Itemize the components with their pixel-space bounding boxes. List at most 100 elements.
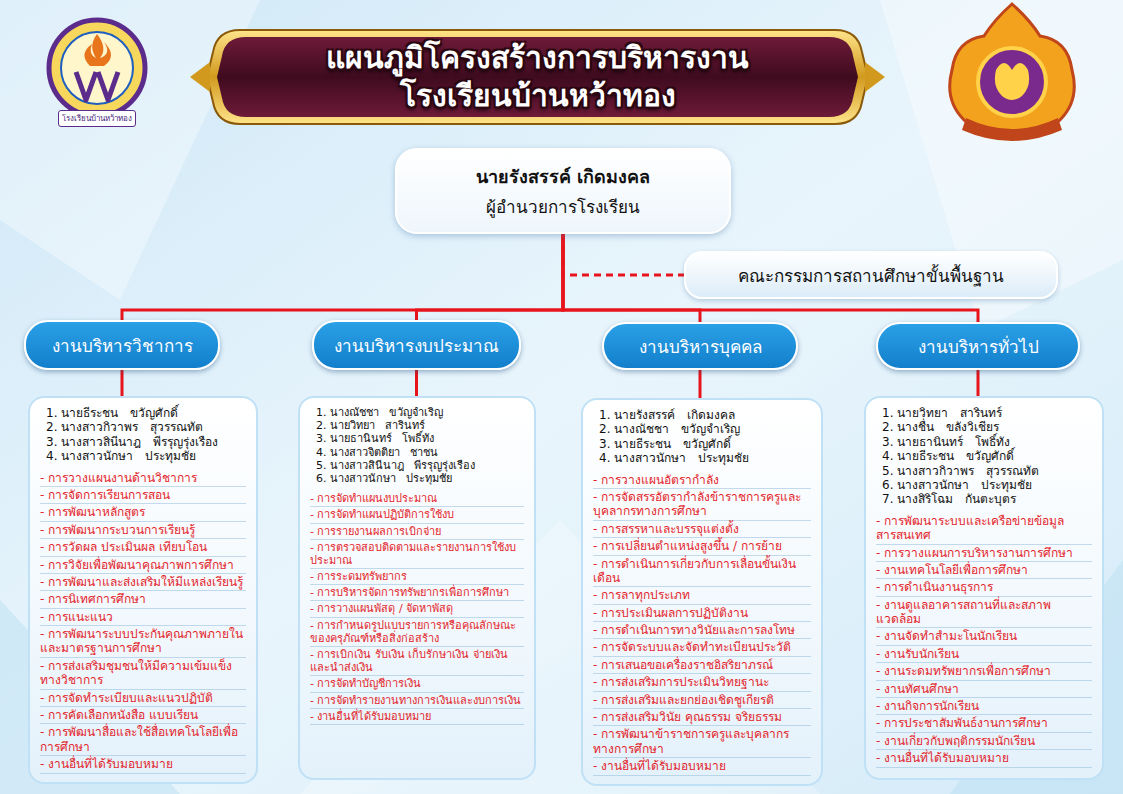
duty-item: - งานเกี่ยวกับพฤติกรรมนักเรียน [876, 733, 1092, 750]
duty-item: - การส่งเสริมและยกย่องเชิดชูเกียรติ [593, 692, 811, 709]
duty-item: - การวางแผนอัตรากำลัง [593, 472, 811, 489]
member-name: 2. นายวิทยา สารินทร์ [310, 419, 524, 432]
office-emblem-glyph [995, 63, 1029, 100]
org-connector [121, 370, 124, 396]
title-area: แผนภูมิโครงสร้างการบริหารงาน โรงเรียนบ้า… [215, 28, 860, 125]
member-name: 7. นางสิริโฉม กันตะบุตร [876, 492, 1092, 506]
duty-item: - การวางแผนการบริหารงานการศึกษา [876, 545, 1092, 562]
duty-item: - การพัฒนากระบวนการเรียนรู้ [40, 522, 246, 539]
department-header: งานบริหารงบประมาณ [312, 320, 521, 370]
duty-item: - การดำเนินการเกี่ยวกับการเลื่อนขั้นเงิน… [593, 556, 811, 588]
committee-box: คณะกรรมการสถานศึกษาขั้นพื้นฐาน [684, 251, 1058, 299]
duty-item: - การตรวจสอบติดตามและรายงานการใช้งบประมา… [310, 540, 524, 569]
school-logo-letters [76, 72, 118, 100]
duty-item: - การดำเนินการทางวินัยและการลงโทษ [593, 622, 811, 639]
duty-item: - งานเทคโนโลยีเพื่อการศึกษา [876, 562, 1092, 579]
duty-item: - การส่งเสริมการประเมินวิทยฐานะ [593, 674, 811, 691]
department-name: งานบริหารบุคคล [639, 333, 762, 360]
office-emblem-center [978, 48, 1046, 116]
chart-title: แผนภูมิโครงสร้างการบริหารงาน โรงเรียนบ้า… [298, 39, 778, 114]
duty-item: - การพัฒนาระบบประกันคุณภาพภายในและมาตรฐา… [40, 626, 246, 658]
department-header: งานบริหารบุคคล [602, 322, 798, 370]
org-connector [977, 370, 980, 396]
duty-item: - การจัดทำระเบียบและแนวปฏิบัติ [40, 690, 246, 707]
director-name: นายรังสรรค์ เกิดมงคล [417, 162, 709, 191]
member-name: 4. นายธีระชน ขวัญศักดิ์ [876, 449, 1092, 463]
duty-item: - งานรับนักเรียน [876, 646, 1092, 663]
member-name: 4. นางสาวจิตติยา ชาชน [310, 446, 524, 459]
member-name: 6. นางสาวนักษา ประทุมชัย [310, 472, 524, 485]
duty-item: - การจัดสรรอัตรากำลังข้าราชการครูและบุคล… [593, 489, 811, 521]
director-box: นายรังสรรค์ เกิดมงคลผู้อำนวยการโรงเรียน [395, 148, 731, 234]
department-panel: 1. นายธีระชน ขวัญศักดิ์2. นางสาวกิวาพร ส… [28, 396, 258, 784]
duty-item: - การวัดผล ประเมินผล เทียบโอน [40, 539, 246, 556]
duty-item: - การนิเทศการศึกษา [40, 591, 246, 608]
duty-item: - การจัดทำบัญชีการเงิน [310, 676, 524, 692]
department-panel: 1. นายรังสรรค์ เกิดมงคล2. นางณัชชา ขวัญจ… [581, 398, 823, 786]
duty-item: - งานอื่นที่ได้รับมอบหมาย [593, 758, 811, 775]
member-name: 3. นายธานินทร์ โพธิ์ทัง [876, 435, 1092, 449]
duty-item: - การจัดระบบและจัดทำทะเบียนประวัติ [593, 639, 811, 656]
member-name: 6. นางสาวนักษา ประทุมชัย [876, 478, 1092, 492]
duty-item: - การดำเนินงานธุรการ [876, 579, 1092, 596]
duty-item: - การรายงานผลการเบิกจ่าย [310, 524, 524, 540]
org-connector [415, 370, 418, 396]
member-name: 4. นางสาวนักษา ประทุมชัย [593, 451, 811, 465]
member-name: 1. นายธีระชน ขวัญศักดิ์ [40, 406, 246, 420]
member-name: 4. นางสาวนักษา ประทุมชัย [40, 449, 246, 463]
duty-item: - การพัฒนาสื่อและใช้สื่อเทคโนโลยีเพื่อกา… [40, 724, 246, 756]
member-name: 1. นายวิทยา สารินทร์ [876, 406, 1092, 420]
member-name: 1. นายรังสรรค์ เกิดมงคล [593, 408, 811, 422]
dashed-connector [563, 234, 684, 275]
school-logo-inner [61, 32, 133, 104]
office-emblem [950, 4, 1075, 138]
department-panel: 1. นางณัชชา ขวัญจำเริญ2. นายวิทยา สารินท… [298, 396, 536, 780]
department-name: งานบริหารวิชาการ [52, 332, 193, 359]
duty-item: - การพัฒนาและส่งเสริมให้มีแหล่งเรียนรู้ [40, 574, 246, 591]
member-name: 2. นางสาวกิวาพร สุวรรณทัต [40, 420, 246, 434]
school-logo-torch [84, 34, 111, 66]
office-emblem-ribbon [962, 118, 1062, 141]
duty-item: - การพัฒนาหลักสูตร [40, 504, 246, 521]
director-position: ผู้อำนวยการโรงเรียน [417, 193, 709, 220]
committee-name: คณะกรรมการสถานศึกษาขั้นพื้นฐาน [738, 262, 1004, 289]
duty-item: - งานอื่นที่ได้รับมอบหมาย [40, 756, 246, 773]
department-panel: 1. นายวิทยา สารินทร์2. นางชื่น ขลังวิเชี… [864, 396, 1104, 780]
member-name: 3. นางสาวสินีนาฎ พีรรุญรุ่งเรือง [40, 435, 246, 449]
title-banner-frame [207, 30, 868, 124]
duty-item: - งานอื่นที่ได้รับมอบหมาย [876, 750, 1092, 767]
duty-item: - การจัดทำรายงานทางการเงินและงบการเงิน [310, 693, 524, 709]
duty-item: - งานดูแลอาคารสถานที่และสภาพแวดล้อม [876, 597, 1092, 629]
duty-item: - การลาทุกประเภท [593, 587, 811, 604]
department-header: งานบริหารทั่วไป [876, 322, 1080, 370]
org-connector [417, 234, 564, 320]
duty-item: - การจัดทำแผนปฏิบัติการใช้งบ [310, 507, 524, 523]
duty-item: - การกำหนดรูปแบบรายการหรือคุณลักษณะของคร… [310, 618, 524, 647]
member-name: 3. นายธีระชน ขวัญศักดิ์ [593, 437, 811, 451]
title-banner [217, 37, 858, 117]
logo-ribbon-text: โรงเรียนบ้านหว้าทอง [58, 110, 136, 127]
duty-item: - การประชาสัมพันธ์งานการศึกษา [876, 715, 1092, 732]
duty-item: - การระดมทรัพยากร [310, 569, 524, 585]
duty-item: - การคัดเลือกหนังสือ แบบเรียน [40, 707, 246, 724]
department-name: งานบริหารงบประมาณ [334, 332, 499, 359]
duty-item: - การวางแผนพัสดุ / จัดหาพัสดุ [310, 601, 524, 617]
duty-item: - การพัฒนาข้าราชการครูและบุคลากรทางการศึ… [593, 726, 811, 758]
member-name: 5. นางสาวสินีนาฎ พีรรุญรุ่งเรือง [310, 459, 524, 472]
duty-item: - การแนะแนว [40, 609, 246, 626]
duty-item: - งานอื่นที่ได้รับมอบหมาย [310, 709, 524, 725]
duty-item: - งานจัดทำสำมะโนนักเรียน [876, 628, 1092, 645]
member-name: 2. นางณัชชา ขวัญจำเริญ [593, 422, 811, 436]
duty-item: - การวิจัยเพื่อพัฒนาคุณภาพการศึกษา [40, 557, 246, 574]
member-name: 5. นางสาวกิวาพร สุวรรณทัต [876, 464, 1092, 478]
member-name: 2. นางชื่น ขลังวิเชียร [876, 420, 1092, 434]
duty-item: - การวางแผนงานด้านวิชาการ [40, 470, 246, 487]
duty-item: - การเบิกเงิน รับเงิน เก็บรักษาเงิน จ่าย… [310, 647, 524, 676]
org-connector [122, 234, 563, 320]
department-name: งานบริหารทั่วไป [918, 333, 1039, 360]
duty-item: - การเปลี่ยนตำแหน่งสูงขึ้น / การย้าย [593, 538, 811, 555]
duty-item: - การประเมินผลการปฏิบัติงาน [593, 605, 811, 622]
duty-item: - การพัฒนาระบบและเครือข่ายข้อมูลสารสนเทศ [876, 513, 1092, 545]
duty-item: - การจัดการเรียนการสอน [40, 487, 246, 504]
